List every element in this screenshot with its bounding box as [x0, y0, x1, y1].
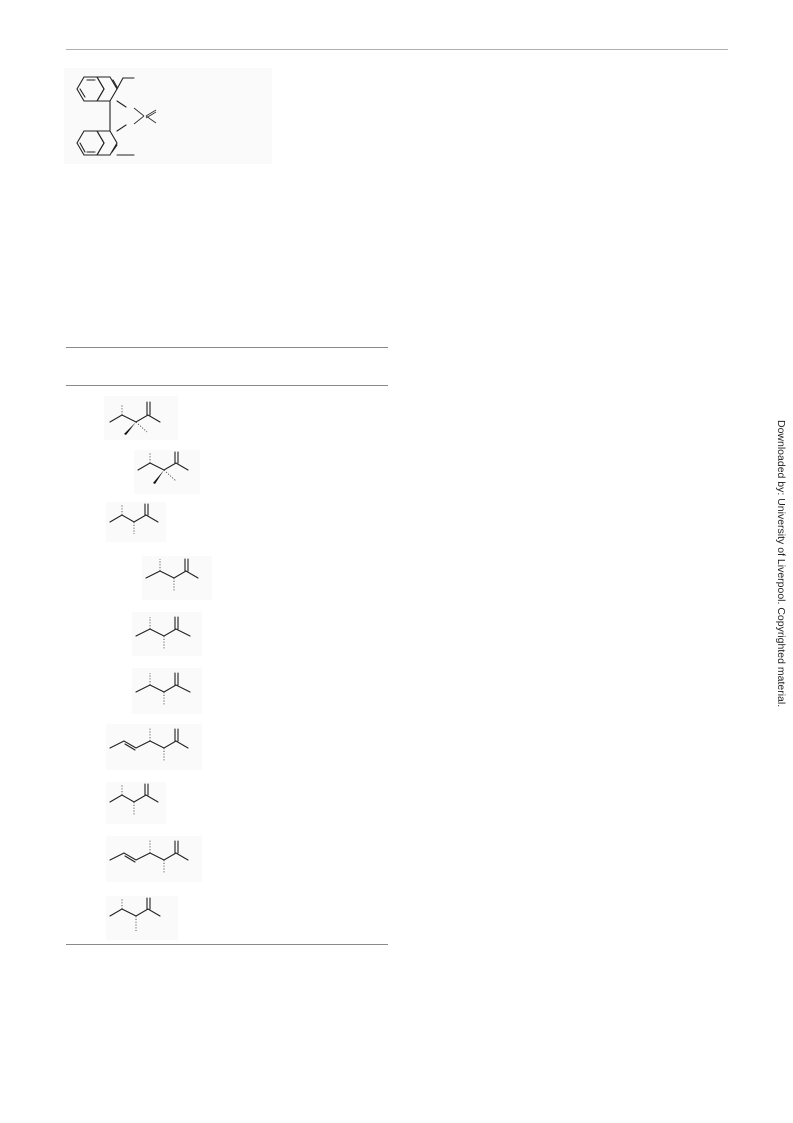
table-row-structure [132, 612, 202, 656]
binaphthyl-phosphoric-acid-structure-icon [64, 68, 272, 164]
table-header-rule [66, 385, 388, 386]
table-row-structure [106, 896, 178, 940]
syn-dimethyl-ketone-structure-icon [106, 896, 178, 940]
header-rule [66, 49, 728, 50]
syn-dimethyl-ketone-structure-icon [106, 502, 166, 542]
table-row-structure [106, 782, 166, 824]
table-row-structure [104, 396, 178, 440]
syn-dimethyl-ketone-structure-icon [132, 612, 202, 656]
alkenyl-dimethyl-ketone-structure-icon [106, 724, 202, 770]
table-row-structure [106, 724, 202, 770]
quaternary-methyl-ketone-structure-icon [134, 450, 200, 494]
syn-dimethyl-ketone-structure-icon [142, 556, 212, 600]
table-row-structure [134, 450, 200, 494]
alkenyl-dimethyl-ketone-structure-icon [106, 836, 202, 882]
table-row-structure [132, 668, 202, 714]
table-row-structure [142, 556, 212, 600]
catalyst-structure [64, 68, 272, 164]
table-top-rule [66, 347, 388, 348]
quaternary-methyl-ketone-structure-icon [104, 396, 178, 440]
table-row-structure [106, 502, 166, 542]
table-row-structure [106, 836, 202, 882]
table-bottom-rule [66, 944, 388, 945]
syn-dimethyl-ketone-structure-icon [106, 782, 166, 824]
watermark-text: Downloaded by: University of Liverpool. … [775, 420, 787, 708]
syn-dimethyl-ketone-structure-icon [132, 668, 202, 714]
